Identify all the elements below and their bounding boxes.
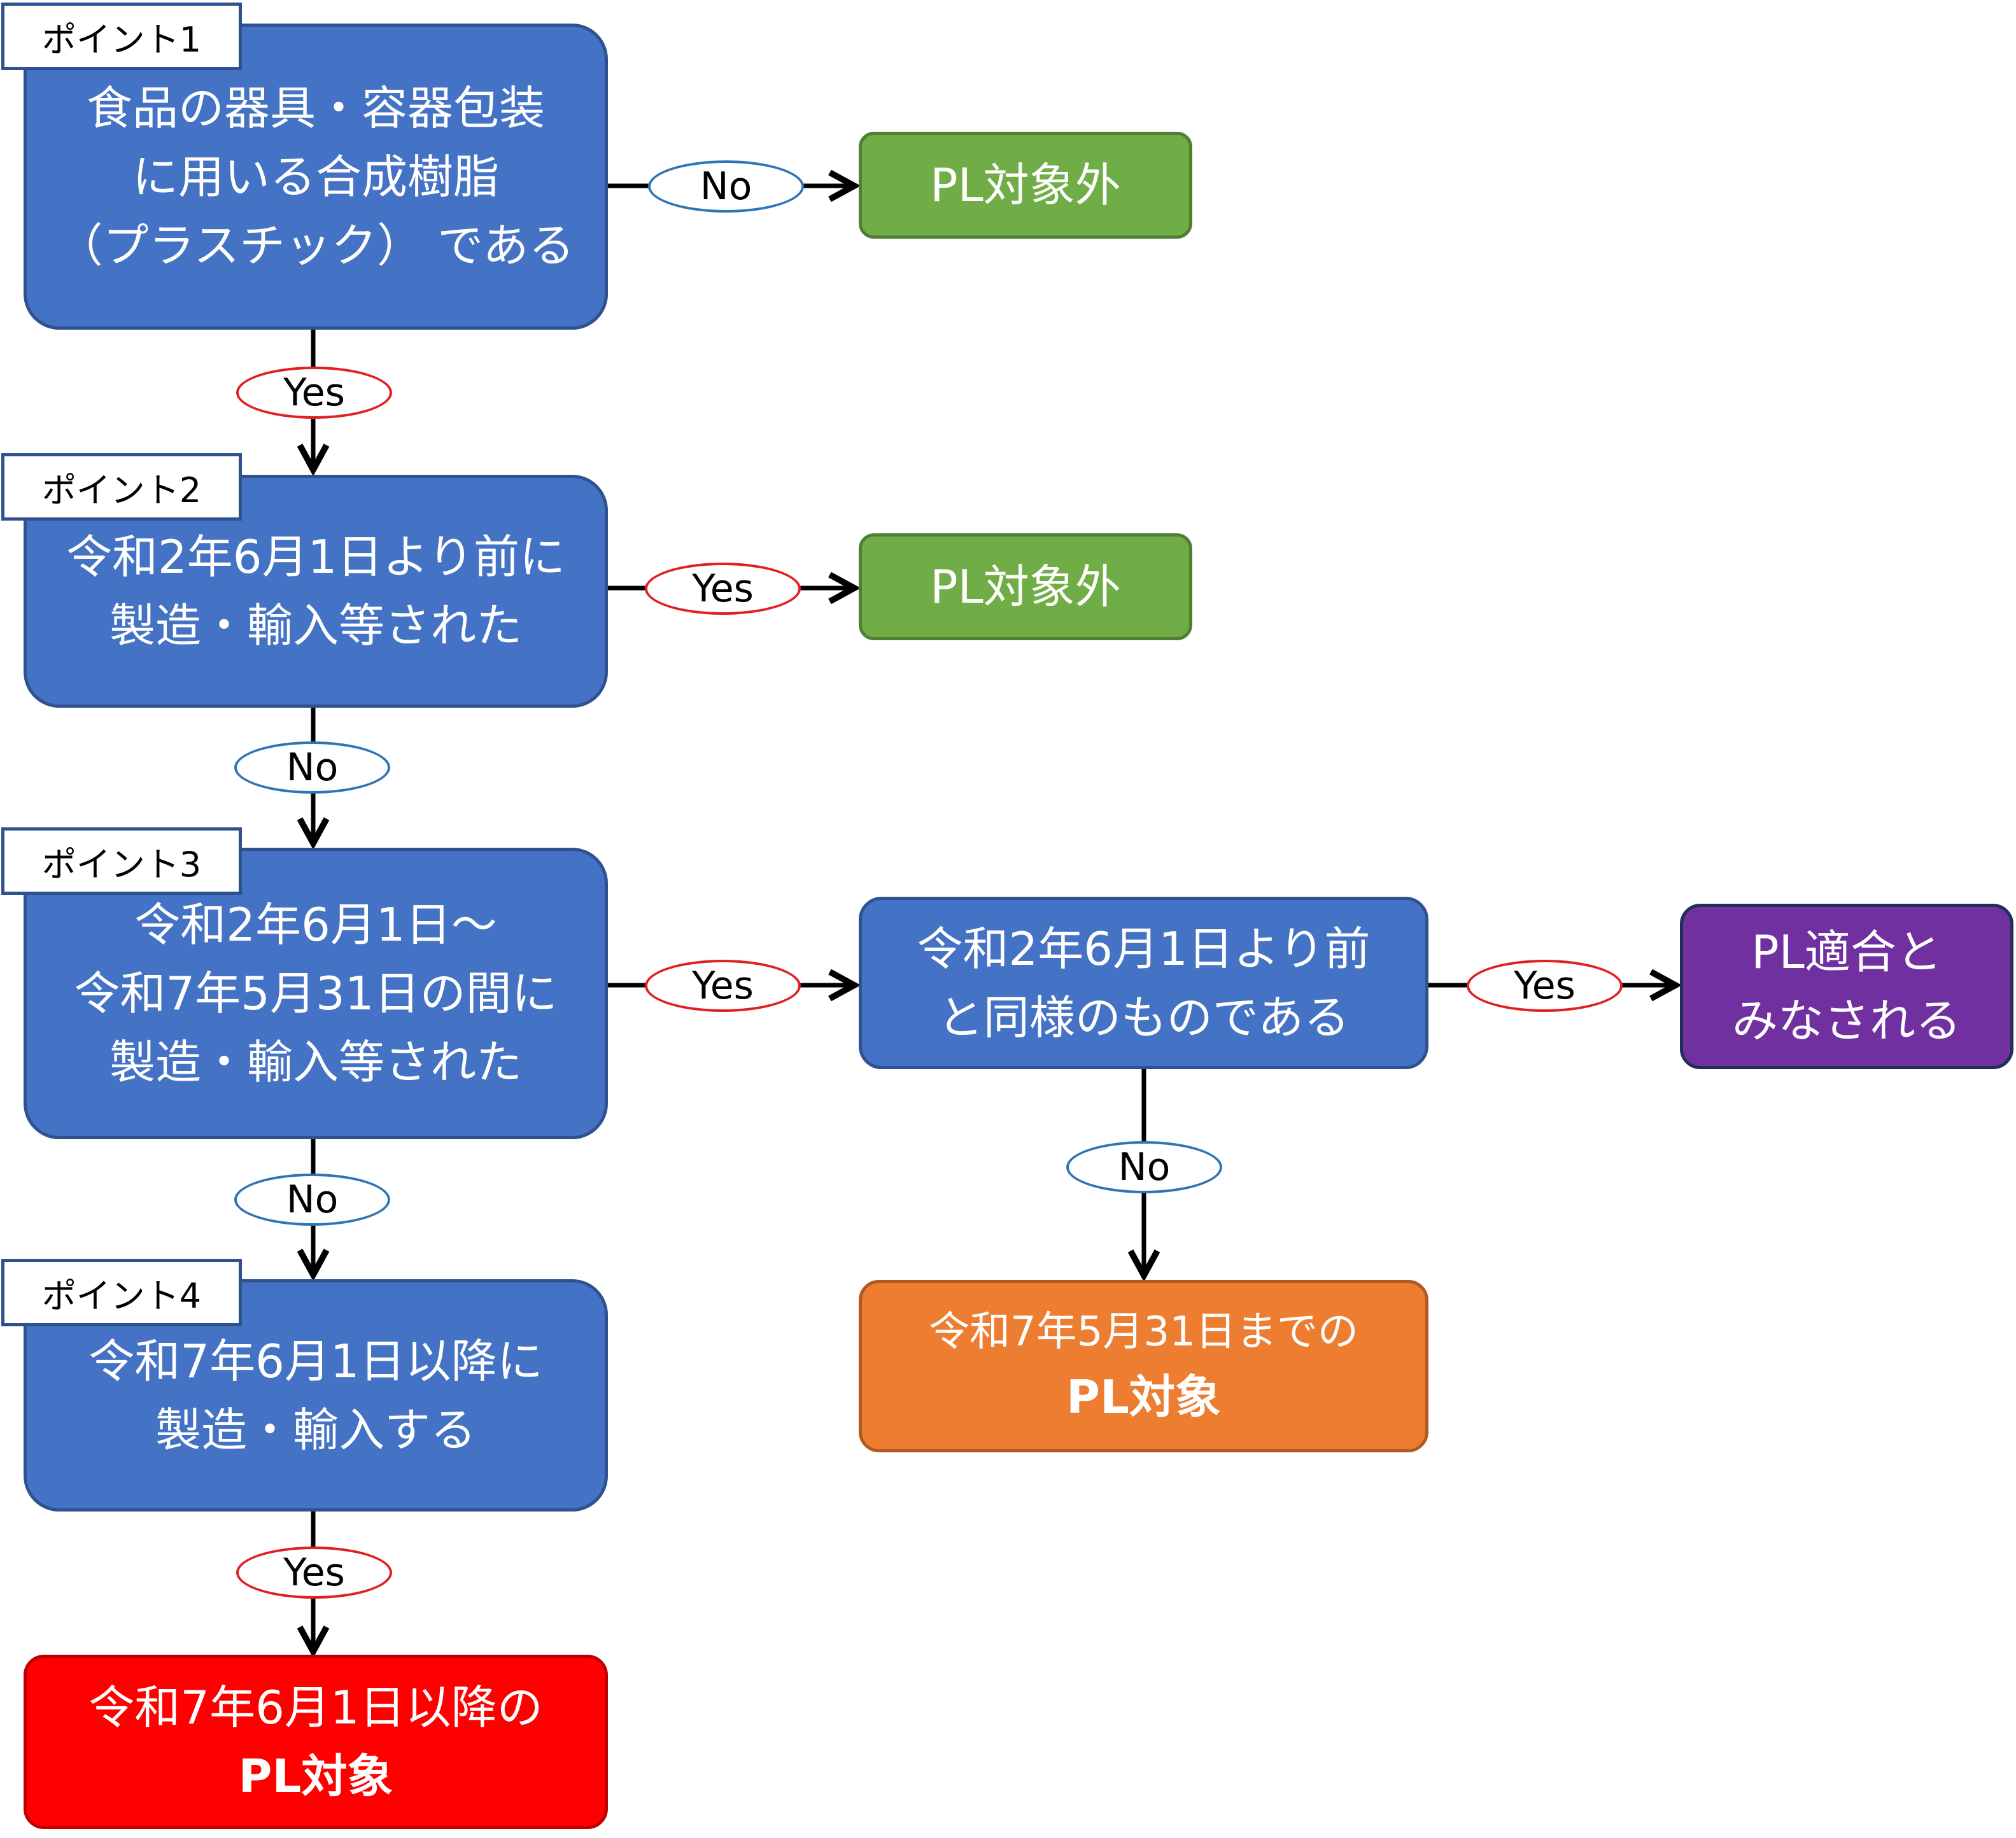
label-p2-yes: Yes xyxy=(645,563,801,615)
outcome-deemed-line-2: みなされる xyxy=(1731,994,1961,1048)
point4-line-1: 令和7年6月1日以降に xyxy=(88,1334,543,1388)
label-p2-no: No xyxy=(234,741,390,794)
outcome-final-line-1: 令和7年6月1日以降の xyxy=(88,1681,543,1734)
label-p4-yes: Yes xyxy=(236,1547,392,1599)
point4-line-2: 製造・輸入する xyxy=(155,1403,476,1457)
label-sub-yes: Yes xyxy=(1467,960,1623,1012)
point2-line-2: 製造・輸入等された xyxy=(109,599,522,652)
point3-tag: ポイント3 xyxy=(1,827,242,895)
point1-line-1: 食品の器具・容器包装 xyxy=(86,81,545,135)
point1-line-2: に用いる合成樹脂 xyxy=(132,150,499,204)
outcome-interim-line-1: 令和7年5月31日までの xyxy=(929,1308,1358,1356)
sub-question-line-1: 令和2年6月1日より前 xyxy=(917,922,1371,976)
point2-tag: ポイント2 xyxy=(1,453,242,521)
outcome-deemed-compliant: PL適合と みなされる xyxy=(1680,904,2013,1069)
point1-tag: ポイント1 xyxy=(1,3,242,70)
outcome-excluded-2-label: PL対象外 xyxy=(930,560,1121,614)
label-p3-yes: Yes xyxy=(645,960,801,1012)
point4-tag: ポイント4 xyxy=(1,1259,242,1326)
outcome-interim-line-2: PL対象 xyxy=(1066,1370,1221,1424)
label-p3-no: No xyxy=(234,1174,390,1226)
point3-line-2: 令和7年5月31日の間に xyxy=(74,967,558,1020)
point1-line-3: （プラスチック） である xyxy=(57,218,575,272)
outcome-interim-target: 令和7年5月31日までの PL対象 xyxy=(859,1280,1428,1452)
point3-question-box: 令和2年6月1日～ 令和7年5月31日の間に 製造・輸入等された xyxy=(24,848,608,1139)
label-p1-no: No xyxy=(648,160,804,213)
outcome-excluded-2: PL対象外 xyxy=(859,533,1192,640)
outcome-final-target: 令和7年6月1日以降の PL対象 xyxy=(24,1655,608,1829)
point2-question-box: 令和2年6月1日より前に 製造・輸入等された xyxy=(24,475,608,708)
sub-question-line-2: と同様のものである xyxy=(937,990,1350,1044)
outcome-excluded-1: PL対象外 xyxy=(859,132,1192,239)
outcome-excluded-1-label: PL対象外 xyxy=(930,158,1121,212)
label-sub-no: No xyxy=(1066,1141,1222,1193)
outcome-final-line-2: PL対象 xyxy=(238,1750,393,1803)
same-as-before-question-box: 令和2年6月1日より前 と同様のものである xyxy=(859,897,1428,1069)
point3-line-3: 製造・輸入等された xyxy=(109,1035,522,1089)
label-p1-yes: Yes xyxy=(236,367,392,419)
point2-line-1: 令和2年6月1日より前に xyxy=(66,530,565,584)
outcome-deemed-line-1: PL適合と xyxy=(1751,925,1942,979)
point3-line-1: 令和2年6月1日～ xyxy=(134,898,497,951)
point1-question-box: 食品の器具・容器包装 に用いる合成樹脂 （プラスチック） である xyxy=(24,24,608,330)
